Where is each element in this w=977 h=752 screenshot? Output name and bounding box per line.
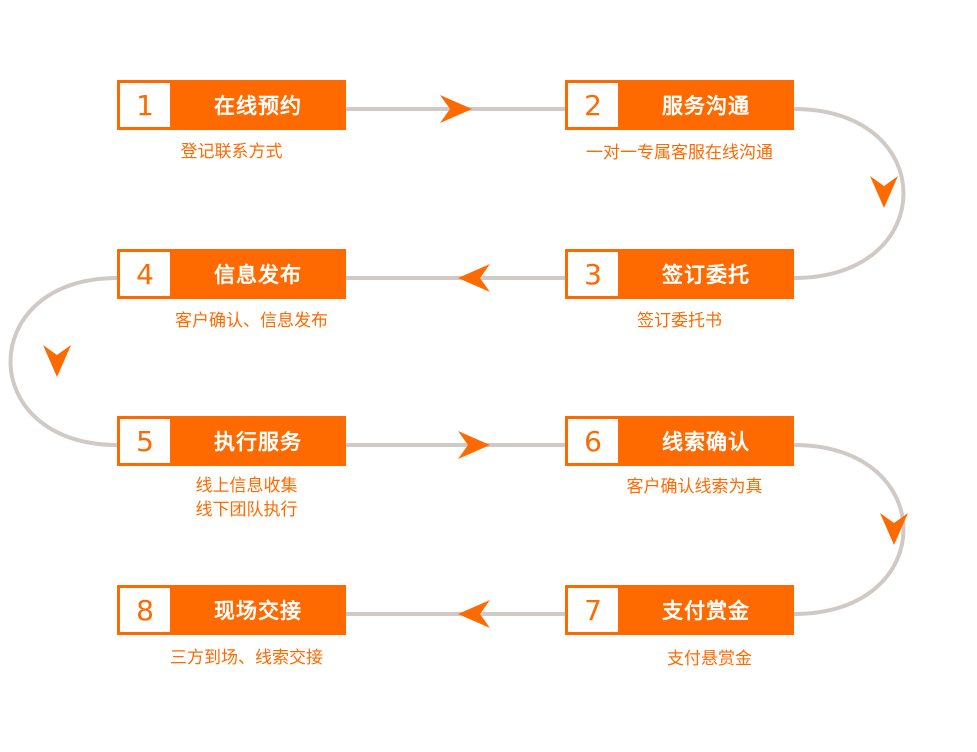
arrow-right-icon (458, 431, 490, 459)
step-2-box: 2 服务沟通 (565, 80, 794, 130)
step-5-description: 线上信息收集 线下团队执行 (132, 474, 361, 522)
step-4-box: 4 信息发布 (117, 249, 346, 299)
step-title: 支付赏金 (662, 599, 750, 623)
step-3-description: 签订委托书 (565, 309, 794, 333)
step-description-line: 客户确认、信息发布 (175, 311, 328, 331)
step-1-description: 登记联系方式 (117, 140, 346, 164)
step-title: 执行服务 (214, 430, 302, 454)
step-title: 服务沟通 (662, 94, 750, 118)
step-6-description: 客户确认线索为真 (580, 475, 809, 499)
step-3-box: 3 签订委托 (565, 249, 794, 299)
step-4-description: 客户确认、信息发布 (137, 309, 366, 333)
step-7-box: 7 支付赏金 (565, 585, 794, 635)
connector-4-5 (8, 276, 118, 447)
step-number: 6 (568, 419, 618, 463)
step-description-line: 线上信息收集 (195, 476, 298, 496)
step-5-box: 5 执行服务 (117, 416, 346, 466)
step-number: 4 (120, 252, 170, 296)
step-description-line: 支付悬赏金 (667, 649, 752, 669)
step-number: 8 (120, 588, 170, 632)
connector-2-3 (793, 107, 906, 280)
connector-6-7 (793, 443, 906, 616)
step-number: 7 (568, 588, 618, 632)
step-number: 3 (568, 252, 618, 296)
step-7-description: 支付悬赏金 (595, 647, 824, 671)
step-description-line: 登记联系方式 (180, 142, 283, 162)
arrow-right-icon (440, 95, 472, 123)
step-title: 在线预约 (214, 94, 302, 118)
arrow-left-icon (458, 600, 490, 628)
step-number: 5 (120, 419, 170, 463)
step-description-line: 一对一专属客服在线沟通 (586, 143, 773, 163)
step-description-line: 三方到场、线索交接 (170, 648, 323, 668)
step-2-description: 一对一专属客服在线沟通 (555, 141, 804, 165)
step-title: 线索确认 (662, 430, 750, 454)
step-1-box: 1 在线预约 (117, 80, 346, 130)
step-8-box: 8 现场交接 (117, 585, 346, 635)
step-8-description: 三方到场、线索交接 (132, 646, 361, 670)
arrow-left-icon (458, 264, 490, 292)
step-title: 信息发布 (214, 263, 302, 287)
step-title: 现场交接 (214, 599, 302, 623)
step-title: 签订委托 (662, 263, 750, 287)
step-description-line: 客户确认线索为真 (626, 477, 763, 497)
arrow-down-icon (870, 176, 898, 208)
step-number: 1 (120, 83, 170, 127)
step-number: 2 (568, 83, 618, 127)
arrow-down-icon (43, 345, 71, 377)
step-6-box: 6 线索确认 (565, 416, 794, 466)
step-description-line: 线下团队执行 (195, 500, 298, 520)
arrow-down-icon (880, 513, 908, 545)
step-description-line: 签订委托书 (637, 311, 722, 331)
